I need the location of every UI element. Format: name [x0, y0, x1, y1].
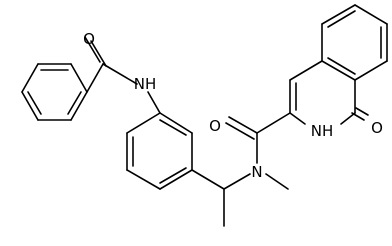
nh-label: NH [134, 75, 157, 93]
benzoyl-phenyl-ring [21, 63, 88, 121]
atom-label-o-benzoyl: O [83, 30, 95, 48]
oxygen-label: O [209, 117, 221, 135]
oxygen-label: O [371, 119, 383, 137]
nitrogen-label: N [251, 163, 262, 181]
anilide-bonds [147, 91, 161, 114]
carboxamide-bonds [225, 112, 291, 140]
pyridone-ring [289, 60, 356, 125]
oxygen-label: O [83, 30, 95, 48]
nh-label: NH [311, 122, 334, 140]
atom-label-o-carboxamide: O [209, 117, 221, 135]
ethyl-linker-bonds [191, 169, 251, 227]
benzoyl-amide-bonds [84, 36, 138, 93]
fused-benzene-ring [321, 4, 388, 81]
atom-label-anilide-nh: NH [134, 75, 157, 93]
atom-label-amide-n: N [251, 163, 262, 181]
atom-label-o-ring: O [371, 119, 383, 137]
ring-carbonyl-bonds [351, 107, 369, 121]
amide-n-bonds [256, 132, 289, 190]
atom-label-ring-nh: NH [311, 122, 334, 140]
central-benzene-ring [126, 112, 193, 190]
